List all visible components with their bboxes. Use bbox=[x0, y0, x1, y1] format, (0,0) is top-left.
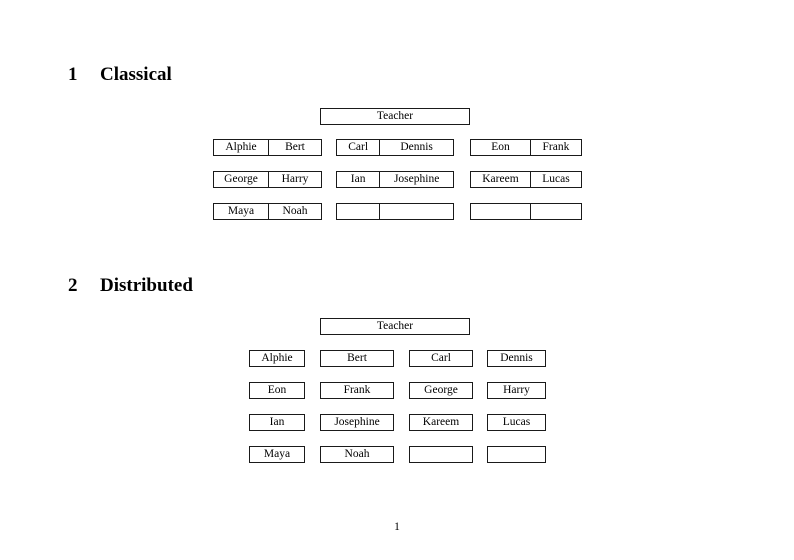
student-box-empty bbox=[409, 446, 473, 463]
student-box: Harry bbox=[487, 382, 546, 399]
student-cell: Bert bbox=[267, 140, 321, 155]
student-box: Carl bbox=[409, 350, 473, 367]
student-cell: Alphie bbox=[261, 352, 293, 364]
student-box: Lucas bbox=[487, 414, 546, 431]
student-cell-empty bbox=[529, 204, 581, 219]
student-cell: Lucas bbox=[529, 172, 581, 187]
student-cell: George bbox=[224, 173, 258, 185]
student-box: Josephine bbox=[320, 414, 394, 431]
section-title: Classical bbox=[100, 64, 172, 85]
student-box: Ian bbox=[249, 414, 305, 431]
section-number: 2 bbox=[68, 275, 78, 296]
student-cell-empty bbox=[410, 447, 472, 462]
student-cell-empty bbox=[488, 447, 545, 462]
teacher-box-classical: Teacher bbox=[320, 108, 470, 125]
section-heading-classical: 1 Classical bbox=[68, 65, 172, 84]
student-cell: Eon bbox=[491, 141, 510, 153]
student-cell: Dennis bbox=[500, 352, 533, 364]
student-box: Maya bbox=[249, 446, 305, 463]
student-box: Dennis bbox=[487, 350, 546, 367]
table-row: Eon Frank bbox=[470, 139, 582, 156]
student-cell: Kareem bbox=[422, 416, 460, 428]
teacher-label: Teacher bbox=[376, 320, 414, 332]
table-row-empty bbox=[470, 203, 582, 220]
student-cell: Noah bbox=[267, 204, 321, 219]
student-cell: Ian bbox=[350, 173, 366, 185]
student-cell: Noah bbox=[344, 448, 370, 460]
teacher-box-distributed: Teacher bbox=[320, 318, 470, 335]
teacher-label: Teacher bbox=[376, 110, 414, 122]
student-box-empty bbox=[487, 446, 546, 463]
table-row: George Harry bbox=[213, 171, 322, 188]
student-box: Frank bbox=[320, 382, 394, 399]
table-row-empty bbox=[336, 203, 454, 220]
page-number: 1 bbox=[394, 521, 400, 533]
student-cell: Dennis bbox=[379, 140, 453, 155]
student-cell: Maya bbox=[227, 205, 255, 217]
student-cell-empty bbox=[337, 204, 379, 219]
table-row: Maya Noah bbox=[213, 203, 322, 220]
student-cell: Bert bbox=[347, 352, 367, 364]
student-cell: Harry bbox=[267, 172, 321, 187]
section-number: 1 bbox=[68, 64, 78, 85]
section-title: Distributed bbox=[100, 275, 193, 296]
student-cell: George bbox=[424, 384, 458, 396]
student-cell: Kareem bbox=[482, 173, 519, 185]
student-cell: Lucas bbox=[502, 416, 531, 428]
student-cell: Harry bbox=[503, 384, 530, 396]
student-cell: Josephine bbox=[379, 172, 453, 187]
student-box: George bbox=[409, 382, 473, 399]
student-cell: Frank bbox=[343, 384, 371, 396]
table-row: Carl Dennis bbox=[336, 139, 454, 156]
student-box: Eon bbox=[249, 382, 305, 399]
table-row: Alphie Bert bbox=[213, 139, 322, 156]
student-box: Noah bbox=[320, 446, 394, 463]
student-cell: Maya bbox=[263, 448, 291, 460]
student-cell-empty bbox=[471, 204, 530, 219]
table-row: Kareem Lucas bbox=[470, 171, 582, 188]
student-box: Bert bbox=[320, 350, 394, 367]
student-cell: Carl bbox=[431, 352, 451, 364]
student-cell: Alphie bbox=[225, 141, 257, 153]
student-cell: Frank bbox=[529, 140, 581, 155]
student-cell: Ian bbox=[269, 416, 285, 428]
student-box: Kareem bbox=[409, 414, 473, 431]
student-cell: Josephine bbox=[334, 416, 380, 428]
student-box: Alphie bbox=[249, 350, 305, 367]
student-cell: Carl bbox=[348, 141, 369, 153]
student-cell: Eon bbox=[267, 384, 287, 396]
table-row: Ian Josephine bbox=[336, 171, 454, 188]
student-cell-empty bbox=[379, 204, 453, 219]
section-heading-distributed: 2 Distributed bbox=[68, 276, 193, 295]
